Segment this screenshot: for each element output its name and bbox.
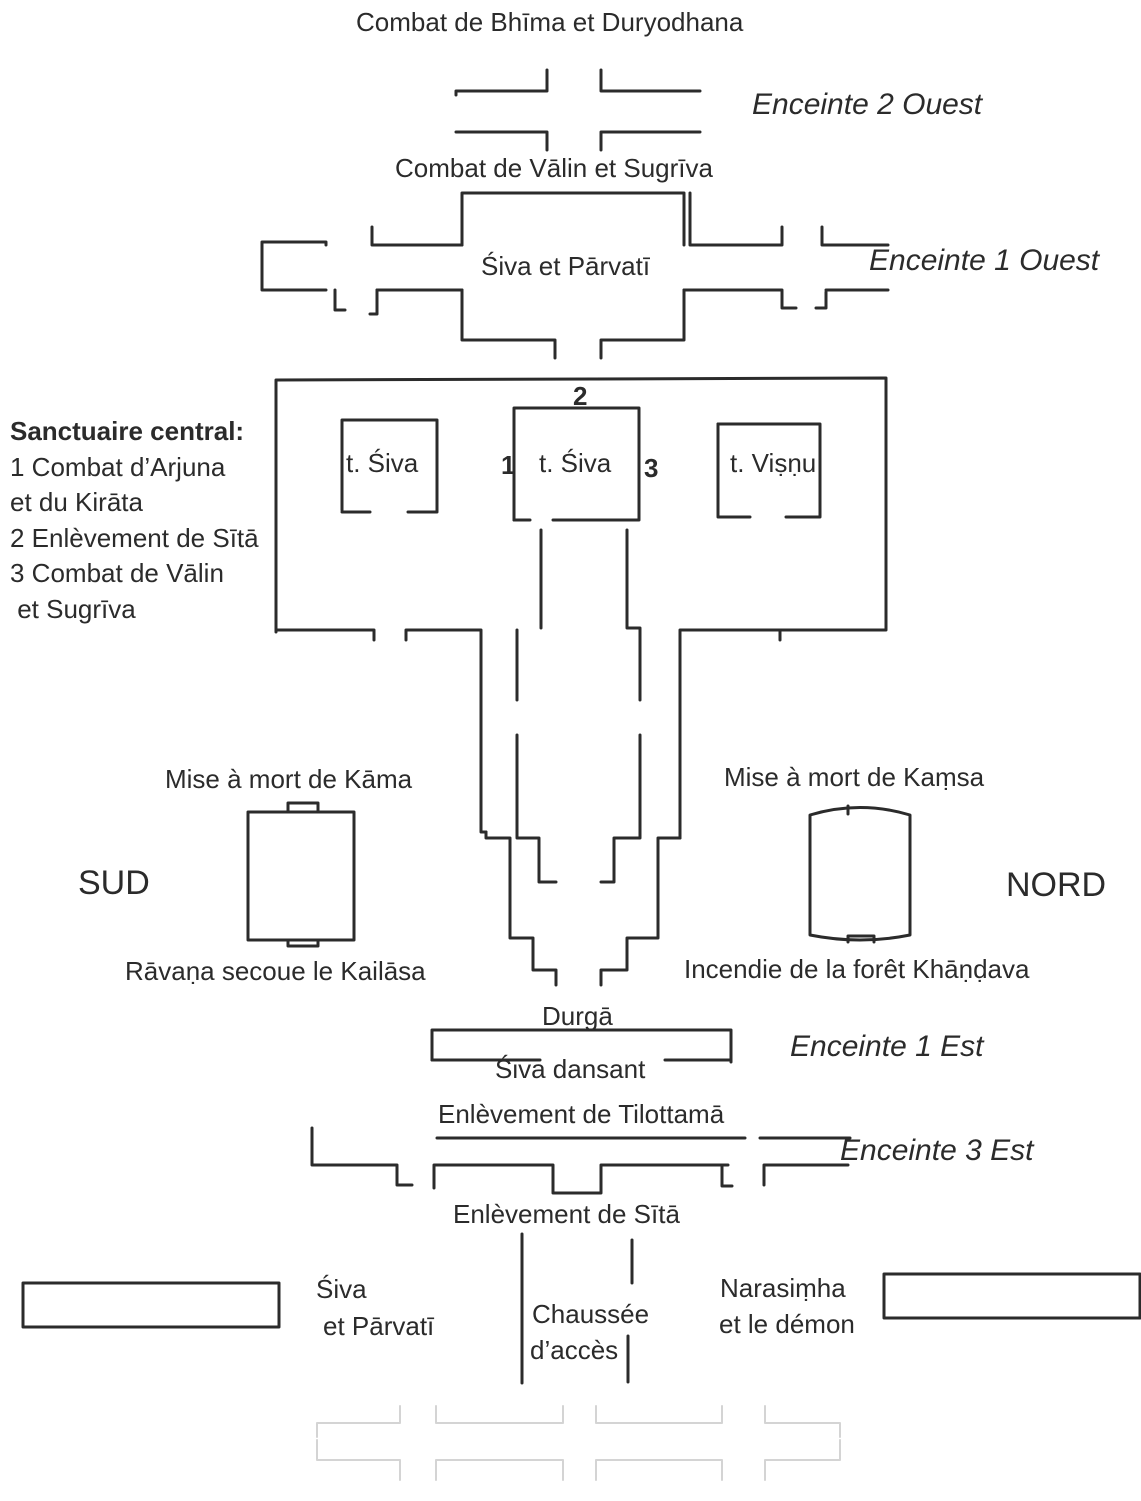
pavilion-south [246,801,356,948]
label-bhima-duryodhana: Combat de Bhīma et Duryodhana [356,7,744,37]
outer-rect-north [882,1272,1141,1320]
label-parvati-bottom: et Pārvatī [323,1311,435,1341]
outer-rect-south [21,1281,281,1329]
label-sita-bottom: Enlèvement de Sītā [453,1199,680,1229]
enceinte-2-ouest-gopura [454,68,702,152]
label-ravana-kailasa: Rāvaṇa secoue le Kailāsa [125,956,426,986]
legend-line: et Sugrīva [10,593,136,624]
label-chaussee: Chaussée [532,1299,650,1329]
marker-1: 1 [501,450,516,480]
legend-line: et du Kirāta [10,487,143,517]
shrine-visnu [716,422,822,519]
legend-line: 2 Enlèvement de Sītā [10,522,259,553]
shrine-siva-left [340,418,439,514]
pavilion-north [808,804,912,944]
label-enceinte-1-est: Enceinte 1 Est [790,1030,984,1063]
label-dacces: d’accès [530,1335,619,1365]
label-enceinte-3-est: Enceinte 3 Est [840,1134,1034,1167]
label-siva-dansant: Śiva dansant [495,1054,646,1084]
label-sud: SUD [78,864,150,902]
enceinte-1-ouest-gopura [260,191,890,360]
label-shrine-siva-left: t. Śiva [346,448,419,478]
inner-corridor [515,528,642,884]
label-shrine-siva-center: t. Śiva [539,448,612,478]
faint-lower-gopura [316,1405,841,1481]
legend-central-sanctuary: Sanctuaire central: 1 Combat d’Arjuna et… [10,414,259,627]
enceinte-3-est [310,1126,852,1195]
legend-title: Sanctuaire central: [10,416,245,446]
label-siva-parvati-top: Śiva et Pārvatī [481,251,651,281]
label-nord: NORD [1006,866,1107,904]
central-sanctuary-outline [274,376,888,987]
causeway [520,1232,634,1385]
shrine-siva-center [512,406,641,522]
label-siva-bottom: Śiva [316,1274,367,1304]
legend-line: 1 Combat d’Arjuna [10,451,226,482]
label-enceinte-1-ouest: Enceinte 1 Ouest [869,244,1100,277]
marker-2: 2 [573,381,588,411]
label-incendie-khandava: Incendie de la forêt Khāṇḍava [684,954,1030,984]
label-tilottama: Enlèvement de Tilottamā [438,1099,725,1129]
enceinte-1-est [430,1028,733,1064]
legend-line: 3 Combat de Vālin [10,558,224,588]
label-durga: Durgā [542,1001,613,1031]
label-et-le-demon: et le démon [719,1309,855,1339]
marker-3: 3 [644,453,659,483]
label-valin-sugriva-top: Combat de Vālin et Sugrīva [395,153,713,183]
label-enceinte-2-ouest: Enceinte 2 Ouest [752,88,983,121]
label-narasimha: Narasiṃha [720,1273,846,1303]
label-mise-a-mort-kamsa: Mise à mort de Kaṃsa [724,762,985,792]
label-shrine-visnu: t. Viṣṇu [730,448,817,478]
label-mise-a-mort-kama: Mise à mort de Kāma [165,764,413,794]
